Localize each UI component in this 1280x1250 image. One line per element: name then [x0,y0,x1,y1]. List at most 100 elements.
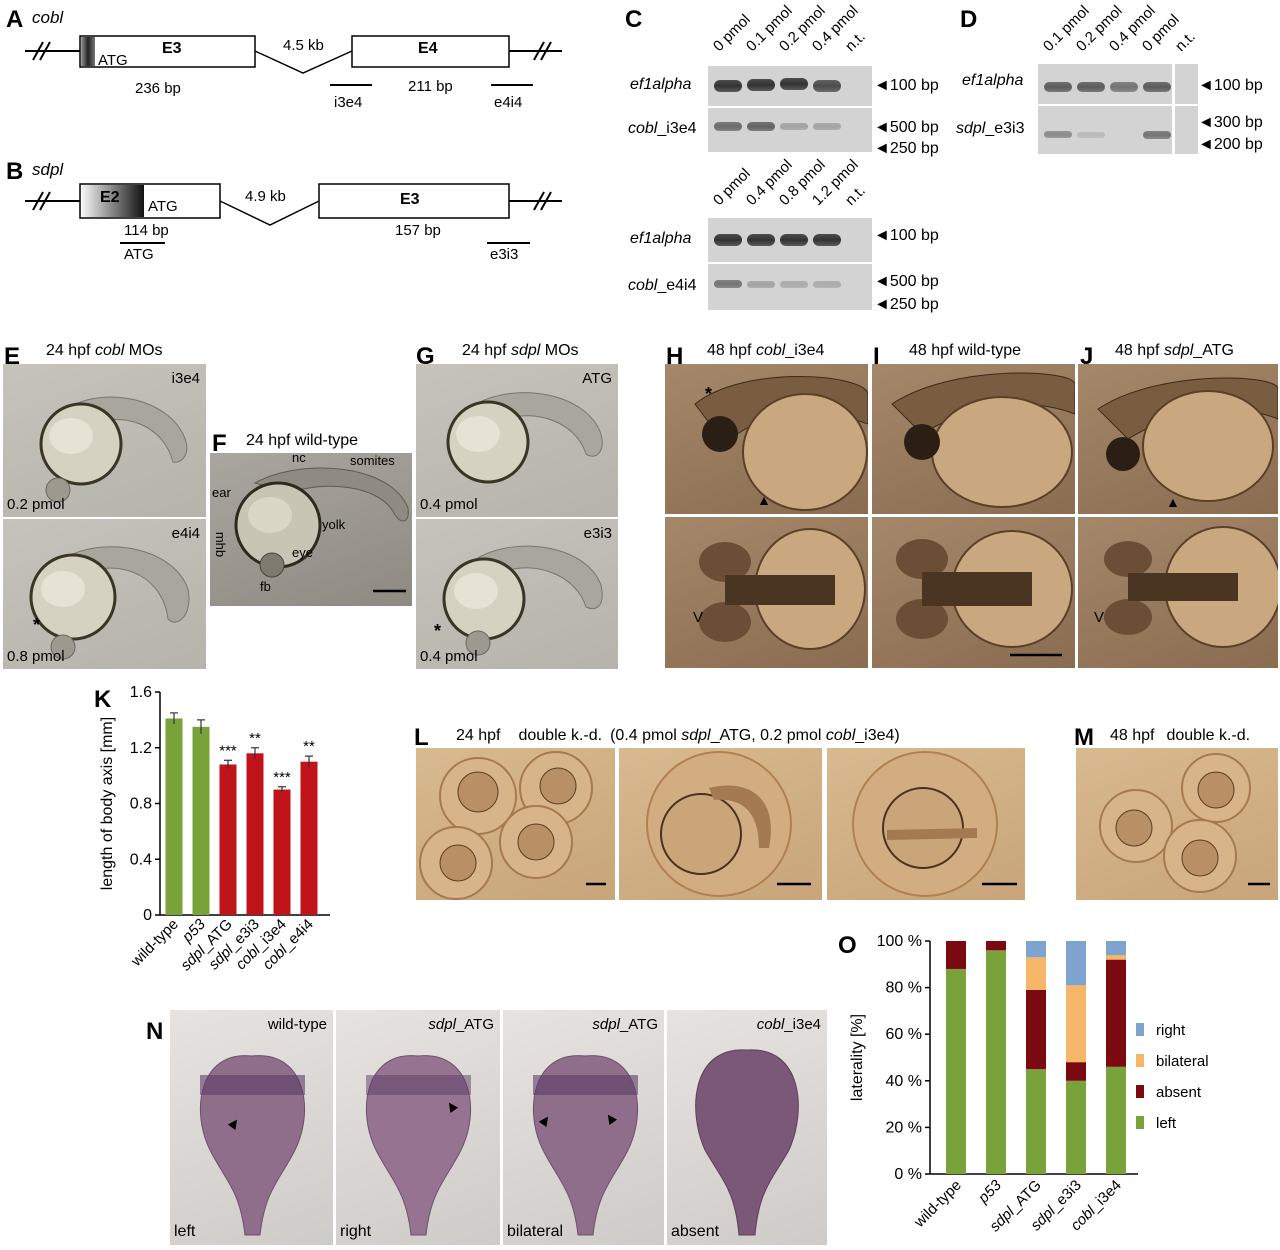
probe-atg: ATG [124,246,154,263]
y-axis-label: laterality [%] [849,1014,866,1101]
marker-label: ◄300 bp [1198,114,1263,131]
panel-label-o: O [838,932,857,959]
laterality-label: bilateral [507,1223,564,1240]
dose-label: 0.4 pmol [420,496,478,513]
bar-segment [1106,954,1126,960]
heart-drawing [365,1055,472,1236]
legend-label: bilateral [1156,1053,1209,1070]
panel-label-b: B [6,158,24,185]
embryo-photo-sdpl-e3i3: * e3i3 0.4 pmol [416,519,618,669]
gel-ef1alpha-bottom [708,218,872,262]
marker-label: ◄100 bp [874,77,939,94]
larva-drawing [896,530,1073,657]
larva-drawing [891,372,1075,508]
asterisk: * [705,384,713,404]
legend-swatch [1136,1085,1144,1098]
gel-band [747,122,775,131]
gel-band [1077,82,1105,92]
panel-g-title: 24 hpf sdpl MOs [462,342,579,359]
bar-segment [1026,989,1046,1070]
y-tick-label: 0.8 [130,796,152,813]
bar-segment [1066,985,1086,1063]
probe-i3e4: i3e4 [334,94,363,111]
y-tick-label: 60 % [886,1026,922,1043]
y-tick-label: 80 % [886,980,922,997]
panel-label-i: I [873,343,880,370]
gel-band [714,234,742,246]
larva-lateral-cobl: * ▲ [665,364,868,514]
lane-label: n.t. [841,182,869,209]
bar-segment [946,941,966,969]
heart-staining-absent: cobl_i3e4 absent [667,1010,827,1245]
label-v: V [1094,609,1105,626]
larva-lateral-wildtype [872,364,1075,514]
legend-swatch [1136,1023,1144,1036]
larva-dorsal-cobl: V [665,517,868,668]
panel-h-title: 48 hpf cobl_i3e4 [707,342,825,359]
bar [219,764,237,915]
gel-band [747,79,775,91]
double-kd-embryo-24-b [619,748,822,900]
marker-label: ◄200 bp [1198,136,1263,153]
label-eye: eye [292,545,313,560]
gel-cobl-i3e4 [708,108,872,152]
larva-dorsal-wildtype [872,517,1075,668]
larva-dorsal-sdpl: V [1078,517,1278,668]
mo-tag: i3e4 [171,370,200,387]
embryo-drawing [29,546,190,660]
heart-drawing [532,1055,639,1236]
legend-swatch [1136,1116,1144,1129]
embryo-drawing [234,467,409,593]
gel-separator [1172,64,1175,104]
gel-band [780,234,808,246]
condition-tag: wild-type [267,1016,327,1033]
legend-label: absent [1156,1084,1202,1101]
label-fb: fb [260,579,271,594]
panel-i-title: 48 hpf wild-type [909,342,1022,359]
panel-e-title: 24 hpf cobl MOs [46,342,163,359]
bar-segment [986,950,1006,1174]
gel-band [813,281,841,288]
panel-f-title: 24 hpf wild-type [246,432,359,449]
dose-label: 0.4 pmol [420,648,478,665]
panel-label-j: J [1080,343,1094,370]
y-tick-label: 0 % [894,1166,922,1183]
cobl-gene-schematic [25,35,562,86]
row-label-sdpl-e3i3: sdpl_e3i3 [956,120,1025,137]
bar-segment [1026,941,1046,958]
atg-label: ATG [98,52,128,69]
sdpl-gene-schematic [25,183,562,244]
gel-band [780,123,808,130]
embryo-drawing [646,751,811,897]
embryo-drawing [39,396,188,503]
gel-band [813,234,841,246]
embryo-drawing [442,545,603,656]
gel-separator [1172,106,1175,154]
row-label-cobl-i3e4: cobl_i3e4 [628,120,697,137]
panel-label-c: C [625,6,643,33]
label-nc: nc [292,453,306,465]
larva-drawing [1104,526,1278,648]
larva-drawing [694,376,868,511]
panel-label-a: A [6,6,24,33]
y-tick-label: 100 % [877,933,922,950]
exon-e2-label: E2 [100,189,120,206]
gel-ef1alpha-top [708,66,872,106]
atg-label-b: ATG [148,198,178,215]
probe-e4i4: e4i4 [494,94,523,111]
laterality-chart: 0 %20 %40 %60 %80 %100 %laterality [%]wi… [849,933,1209,1235]
row-label-ef1alpha-d: ef1alpha [962,72,1024,89]
gel-band [813,80,841,92]
label-v: V [693,609,704,626]
gel-band [747,281,775,288]
intron-length: 4.5 kb [283,37,324,54]
lane-label: 0 pmol [709,165,754,209]
embryo-drawing [852,751,1017,897]
gel-band [714,122,742,131]
panel-label-n: N [146,1018,164,1045]
label-ear: ear [212,485,231,500]
lane-label: n.t. [841,28,869,55]
dose-label: 0.2 pmol [7,496,65,513]
